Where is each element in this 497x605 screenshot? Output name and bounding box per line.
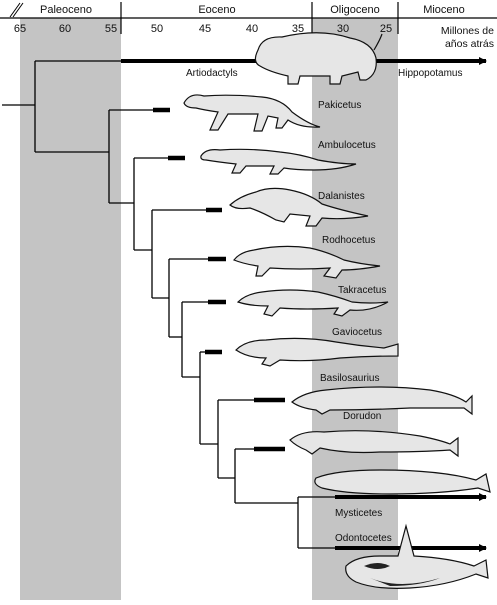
baleen-whale-illustration xyxy=(314,469,491,495)
label-ambulocetus: Ambulocetus xyxy=(318,140,376,151)
label-basilosaurius: Basilosaurius xyxy=(320,373,379,384)
epoch-label-paleocene: Paleoceno xyxy=(40,4,92,16)
label-mysticetes: Mysticetes xyxy=(335,508,382,519)
hippopotamus-illustration xyxy=(254,32,383,85)
tick-60: 60 xyxy=(59,23,71,35)
tick-50: 50 xyxy=(151,23,163,35)
phylogenetic-tree xyxy=(2,60,335,549)
orca-illustration xyxy=(345,523,489,589)
tick-25: 25 xyxy=(380,23,392,35)
paleocene-band xyxy=(20,18,121,600)
axis-unit-line1: Millones de xyxy=(441,25,494,37)
tick-55: 55 xyxy=(105,23,117,35)
label-dorudon: Dorudon xyxy=(343,411,381,422)
tick-45: 45 xyxy=(199,23,211,35)
dalanistes-illustration xyxy=(229,187,369,227)
axis-unit-line2: años atrás xyxy=(445,38,494,50)
label-gaviocetus: Gaviocetus xyxy=(332,327,382,338)
epoch-label-eocene: Eoceno xyxy=(198,4,235,16)
basilosaurius-illustration xyxy=(291,386,473,416)
takracetus-illustration xyxy=(236,289,389,317)
epoch-header: Paleoceno Eoceno Oligoceno Mioceno xyxy=(0,2,497,34)
rodhocetus-illustration xyxy=(233,245,381,279)
label-rodhocetus: Rodhocetus xyxy=(322,235,375,246)
tick-40: 40 xyxy=(246,23,258,35)
taxon-labels: Artiodactyls Hippopotamus Pakicetus Ambu… xyxy=(186,68,462,544)
label-pakicetus: Pakicetus xyxy=(318,100,361,111)
epoch-label-oligocene: Oligoceno xyxy=(330,4,380,16)
pakicetus-illustration xyxy=(183,94,321,132)
label-dalanistes: Dalanistes xyxy=(318,191,365,202)
label-takracetus: Takracetus xyxy=(338,285,386,296)
tick-65: 65 xyxy=(14,23,26,35)
label-artiodactyls: Artiodactyls xyxy=(186,68,238,79)
label-hippopotamus: Hippopotamus xyxy=(398,68,462,79)
epoch-label-miocene: Mioceno xyxy=(423,4,465,16)
time-axis: 65 60 55 50 45 40 35 30 25 Millones de a… xyxy=(9,2,494,50)
fossil-range-bars xyxy=(153,107,285,452)
tick-30: 30 xyxy=(337,23,349,35)
tick-35: 35 xyxy=(292,23,304,35)
dorudon-illustration xyxy=(289,430,459,458)
label-odontocetes: Odontocetes xyxy=(335,533,392,544)
ambulocetus-illustration xyxy=(200,148,357,175)
gaviocetus-illustration xyxy=(235,337,399,367)
